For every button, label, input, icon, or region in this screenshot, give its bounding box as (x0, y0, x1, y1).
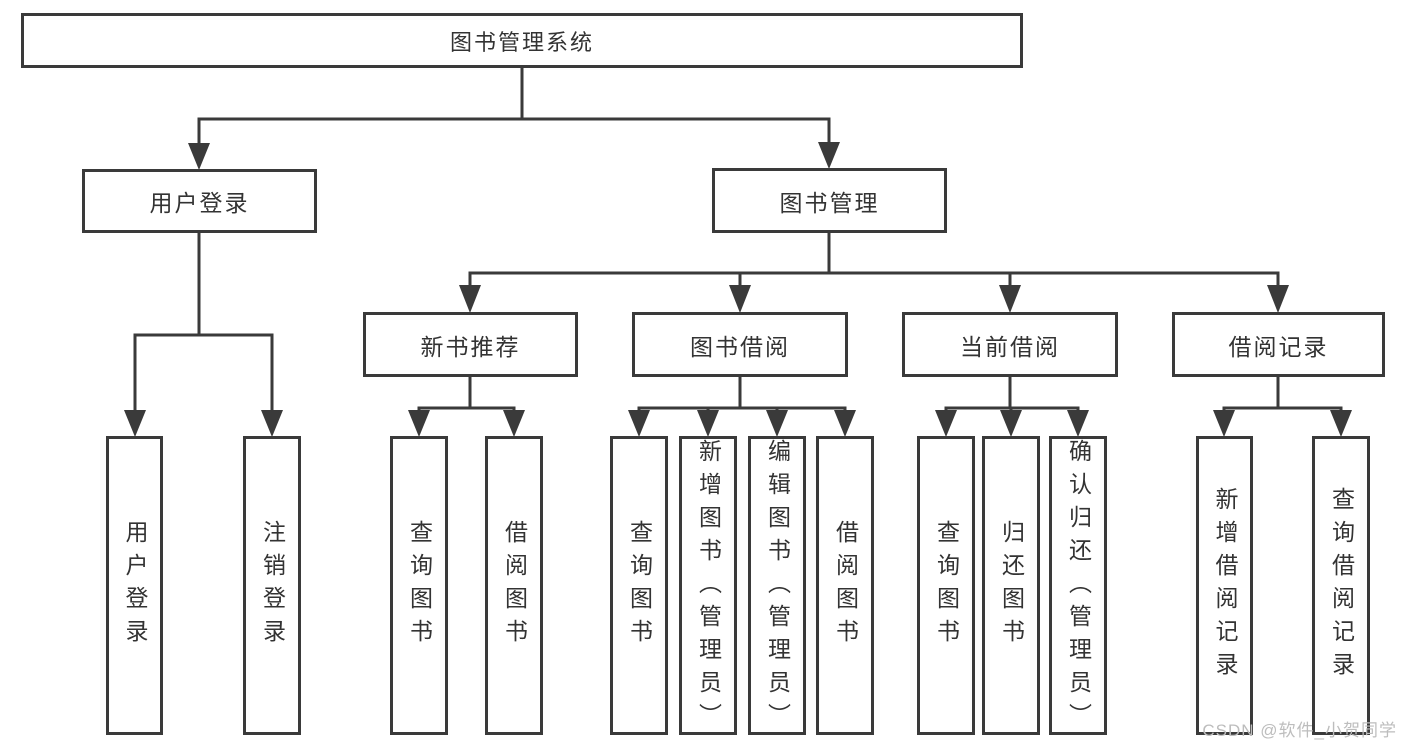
leaf-borrow-books-1: 借阅图书 (485, 436, 543, 735)
connector-segments (133, 68, 1343, 411)
node-user-login: 用户登录 (82, 169, 317, 233)
leaf-query-books-1: 查询图书 (390, 436, 448, 735)
leaf-label: 查询图书 (406, 519, 433, 652)
leaf-label: 查询图书 (626, 519, 653, 652)
node-new-book-recommendation: 新书推荐 (363, 312, 578, 377)
node-label: 图书借阅 (690, 333, 790, 360)
leaf-label: 用户登录 (122, 519, 148, 652)
leaf-confirm-return-admin: 确认归还（管理员） (1049, 436, 1107, 736)
leaf-add-books-admin: 新增图书（管理员） (679, 436, 737, 736)
node-book-borrowing: 图书借阅 (632, 312, 848, 377)
node-label: 图书管理 (779, 189, 880, 216)
node-book-management: 图书管理 (712, 168, 947, 233)
leaf-label: 借阅图书 (501, 519, 528, 652)
leaf-label: 查询图书 (933, 519, 960, 652)
leaf-edit-books-admin: 编辑图书（管理员） (748, 436, 806, 736)
leaf-add-borrow-record: 新增借阅记录 (1196, 436, 1253, 735)
leaf-user-login: 用户登录 (106, 436, 163, 735)
node-borrowing-records: 借阅记录 (1172, 312, 1385, 377)
leaf-query-borrow-record: 查询借阅记录 (1312, 436, 1370, 735)
node-current-borrowing: 当前借阅 (902, 312, 1118, 377)
arrowheads (124, 142, 1352, 437)
leaf-return-books: 归还图书 (982, 436, 1040, 735)
leaf-logout: 注销登录 (243, 436, 301, 735)
node-label: 当前借阅 (960, 333, 1060, 360)
leaf-label: 编辑图书（管理员） (764, 439, 791, 736)
leaf-query-books-2: 查询图书 (610, 436, 668, 735)
node-label: 新书推荐 (420, 333, 521, 360)
csdn-watermark: CSDN @软件_小贺同学 (1202, 721, 1397, 740)
node-label: 用户登录 (149, 190, 250, 216)
leaf-label: 新增图书（管理员） (695, 439, 722, 736)
leaf-label: 注销登录 (259, 519, 286, 652)
leaf-label: 新增借阅记录 (1212, 486, 1238, 685)
node-label: 图书管理系统 (449, 29, 594, 55)
leaf-query-books-3: 查询图书 (917, 436, 975, 735)
leaf-label: 确认归还（管理员） (1065, 439, 1092, 736)
leaf-label: 归还图书 (998, 519, 1025, 652)
leaf-label: 借阅图书 (832, 519, 859, 652)
leaf-label: 查询借阅记录 (1328, 486, 1355, 685)
leaf-borrow-books-2: 借阅图书 (816, 436, 874, 735)
node-label: 借阅记录 (1228, 333, 1329, 360)
node-library-management-system: 图书管理系统 (21, 13, 1023, 68)
